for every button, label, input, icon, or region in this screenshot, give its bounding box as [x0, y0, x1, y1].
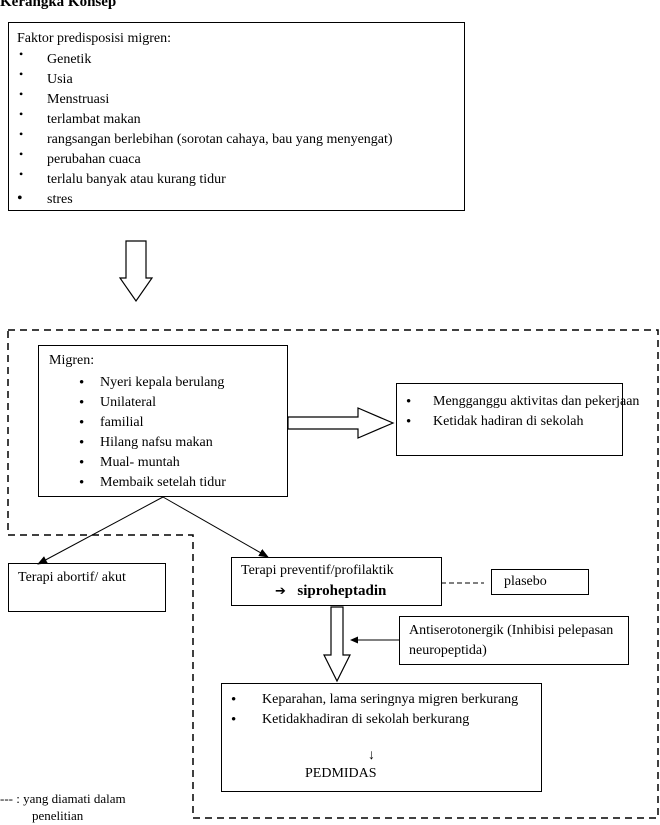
list-item: familial	[39, 413, 226, 433]
migraine-box: Migren: Nyeri kepala berulang Unilateral…	[38, 345, 288, 497]
legend-line-1: --- : yang diamati dalam	[0, 791, 126, 806]
preventive-therapy-box: Terapi preventif/profilaktik ➔ siprohept…	[231, 557, 442, 606]
list-item: Unilateral	[39, 393, 226, 413]
predisposition-factors-box: Faktor predisposisi migren: Genetik Usia…	[8, 22, 465, 211]
list-item: Mengganggu aktivitas dan pekerjaan	[397, 392, 639, 412]
list-item: Mual- muntah	[39, 453, 226, 473]
placebo-label: plasebo	[504, 574, 547, 589]
list-item: Hilang nafsu makan	[39, 433, 226, 453]
observed-region-boundary	[7, 329, 659, 819]
factors-heading: Faktor predisposisi migren:	[17, 31, 171, 46]
list-item: terlalu banyak atau kurang tidur	[15, 164, 393, 190]
list-item: terlambat makan	[15, 104, 393, 130]
list-item: Menstruasi	[15, 84, 393, 110]
list-item: perubahan cuaca	[15, 144, 393, 170]
arrow-right-icon: ➔	[275, 584, 286, 599]
block-arrow-down-2	[323, 606, 351, 683]
list-item: Ketidakhadiran di sekolah berkurang	[222, 710, 522, 730]
factors-list: Genetik Usia Menstruasi terlambat makan …	[15, 44, 393, 210]
legend: --- : yang diamati dalam penelitian	[0, 790, 126, 824]
mechanism-text: Antiserotonergik (Inhibisi pelepasan neu…	[409, 623, 614, 658]
migraine-heading: Migren:	[49, 353, 95, 368]
line-to-preventive	[162, 496, 269, 558]
impact-list: Mengganggu aktivitas dan pekerjaan Ketid…	[397, 392, 639, 432]
list-item: Nyeri kepala berulang	[39, 373, 226, 393]
outcome-list: Keparahan, lama seringnya migren berkura…	[222, 690, 522, 730]
block-arrow-right	[287, 407, 395, 439]
down-arrow-icon: ↓	[368, 748, 375, 763]
outcome-box: Keparahan, lama seringnya migren berkura…	[221, 683, 542, 792]
line-to-abortive	[37, 496, 164, 565]
impact-box: Mengganggu aktivitas dan pekerjaan Ketid…	[396, 383, 639, 456]
drug-line: ➔ siproheptadin	[275, 583, 386, 600]
list-item: stres	[15, 189, 393, 210]
page-title: Kerangka Konsep	[0, 0, 117, 10]
list-item: Genetik	[15, 44, 393, 70]
migraine-symptom-list: Nyeri kepala berulang Unilateral familia…	[39, 373, 226, 493]
list-item: Keparahan, lama seringnya migren berkura…	[222, 690, 522, 710]
mechanism-box: Antiserotonergik (Inhibisi pelepasan neu…	[399, 616, 629, 665]
list-item: Usia	[15, 64, 393, 90]
block-arrow-down-1	[118, 240, 154, 303]
list-item: rangsangan berlebihan (sorotan cahaya, b…	[15, 124, 393, 150]
abortive-therapy-label: Terapi abortif/ akut	[18, 570, 126, 585]
placebo-box: plasebo	[491, 569, 589, 595]
preventive-therapy-label: Terapi preventif/profilaktik	[241, 563, 394, 578]
list-item: Membaik setelah tidur	[39, 473, 226, 493]
list-item: Ketidak hadiran di sekolah	[397, 412, 622, 432]
outcome-measure: PEDMIDAS	[305, 766, 377, 781]
drug-name: siproheptadin	[297, 583, 387, 599]
abortive-therapy-box: Terapi abortif/ akut	[8, 563, 166, 612]
legend-line-2: penelitian	[32, 808, 84, 823]
